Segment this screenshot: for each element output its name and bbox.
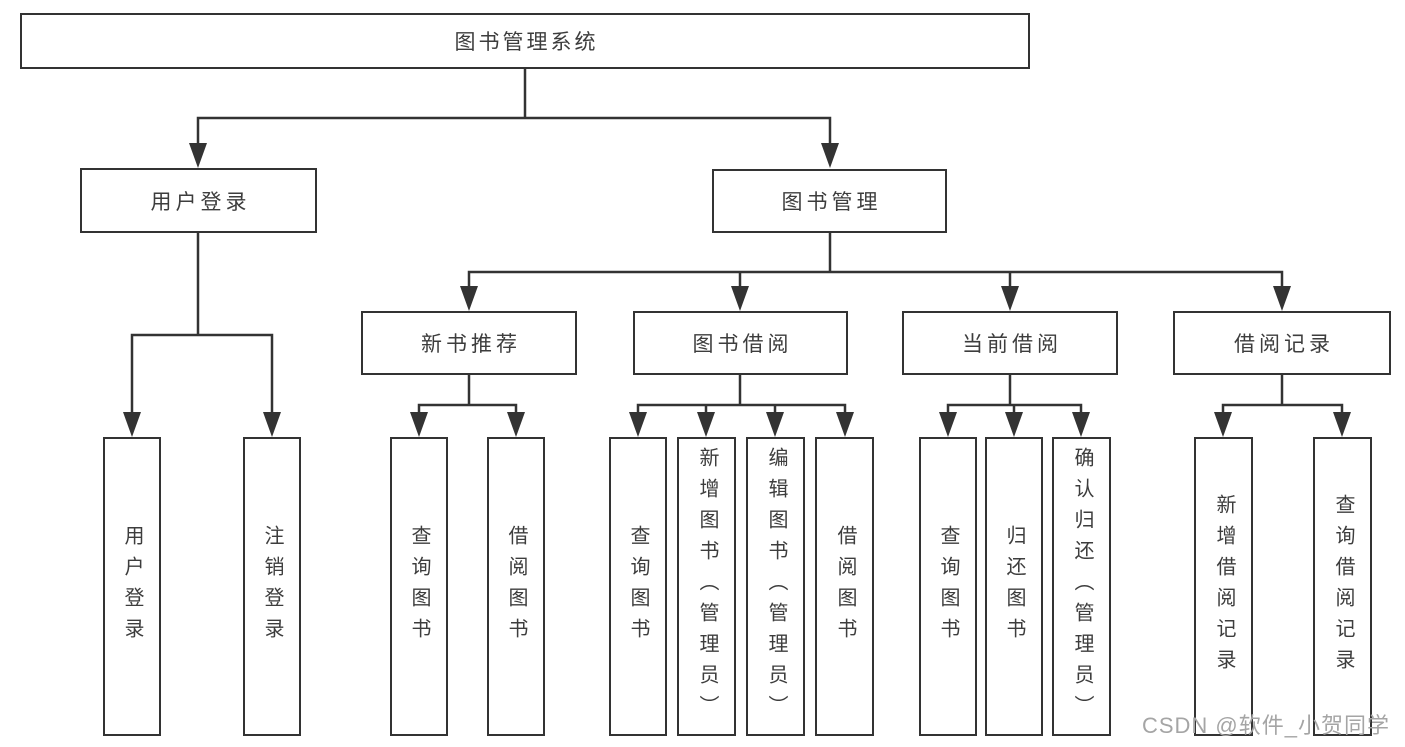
node-leaf-logout: 注销登录 — [243, 437, 301, 736]
node-leaf-query-book-current: 查询图书 — [919, 437, 977, 736]
node-new-book-recommendation: 新书推荐 — [361, 311, 577, 375]
node-leaf-edit-book-admin: 编辑图书（管理员） — [746, 437, 805, 736]
node-book-borrowing: 图书借阅 — [633, 311, 848, 375]
node-leaf-query-book-rec: 查询图书 — [390, 437, 448, 736]
node-leaf-add-book-admin: 新增图书（管理员） — [677, 437, 736, 736]
node-leaf-user-login: 用户登录 — [103, 437, 161, 736]
node-leaf-confirm-return-admin: 确认归还（管理员） — [1052, 437, 1111, 736]
node-leaf-return-book: 归还图书 — [985, 437, 1043, 736]
node-root: 图书管理系统 — [20, 13, 1030, 69]
node-current-borrowing: 当前借阅 — [902, 311, 1118, 375]
node-leaf-add-borrow-record: 新增借阅记录 — [1194, 437, 1253, 736]
node-leaf-borrow-book-borrow: 借阅图书 — [815, 437, 874, 736]
node-leaf-query-borrow-record: 查询借阅记录 — [1313, 437, 1372, 736]
node-leaf-query-book-borrow: 查询图书 — [609, 437, 667, 736]
node-leaf-borrow-book-rec: 借阅图书 — [487, 437, 545, 736]
node-user-login: 用户登录 — [80, 168, 317, 233]
node-book-management: 图书管理 — [712, 169, 947, 233]
node-borrowing-records: 借阅记录 — [1173, 311, 1391, 375]
csdn-watermark: CSDN @软件_小贺同学 — [1141, 713, 1390, 738]
